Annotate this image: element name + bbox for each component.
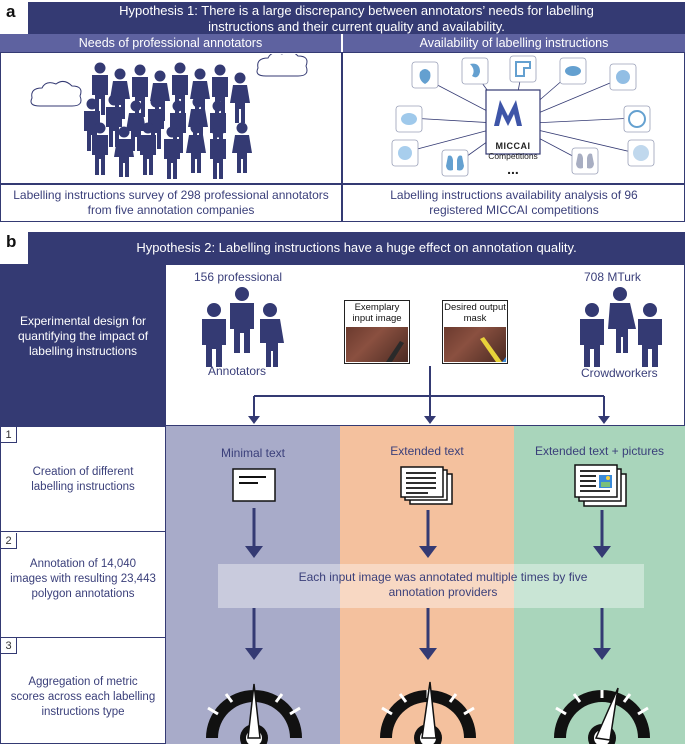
professional-label: 156 professional: [194, 270, 283, 284]
step-3-number: 3: [1, 638, 17, 654]
lungs-icon: [441, 149, 469, 177]
miccai-logo-subtext: Competitions: [488, 151, 538, 161]
crowdworker-figures: [580, 287, 662, 367]
panel-a-letter: a: [6, 2, 16, 21]
miccai-logo-text: MICCAI: [495, 141, 531, 151]
minimal-text-title: Minimal text: [220, 446, 285, 460]
needs-header: Needs of professional annotators: [0, 34, 341, 52]
distribution-arrows: [248, 366, 610, 424]
miccai-hub-illustration: [391, 55, 655, 177]
column-arrows: [245, 508, 611, 660]
annotation-note-text: Each input image was annotated multiple …: [298, 570, 588, 599]
step-1-number: 1: [1, 427, 17, 443]
mturk-label: 708 MTurk: [584, 270, 641, 284]
output-mask-graphic: [480, 337, 506, 362]
annotation-note-box: [218, 564, 644, 608]
extended-text-title: Extended text: [390, 444, 464, 458]
lung-scan-icon: [571, 147, 599, 175]
hypothesis-2-banner: Hypothesis 2: Labelling instructions hav…: [28, 232, 685, 264]
step-2-number: 2: [1, 533, 17, 549]
exemplary-input-image: [346, 327, 408, 362]
crowdworkers-label: Crowdworkers: [581, 366, 658, 380]
availability-caption-divider: [342, 183, 685, 185]
extended-document-icon: [400, 466, 453, 505]
panel-b-letter: b: [6, 232, 17, 251]
score-gauges: [204, 681, 652, 744]
gauge-needle-extended: [421, 681, 437, 739]
availability-header: Availability of labelling instructions: [343, 34, 685, 52]
step-2-cell: [0, 532, 166, 638]
annotators-label: Annotators: [208, 364, 267, 378]
miccai-ellipsis: ...: [507, 161, 519, 177]
thought-cloud-left: [30, 80, 82, 107]
experimental-design-text: Experimental design for quantifying the …: [17, 314, 149, 358]
extended-text-pictures-title: Extended text + pictures: [534, 444, 665, 458]
step-1-cell: [0, 426, 166, 532]
needs-caption-divider: [0, 183, 342, 185]
thought-cloud-right: [256, 54, 308, 77]
hypothesis-1-banner: Hypothesis 1: There is a large discrepan…: [28, 2, 685, 34]
input-image-label: Exemplary input image: [352, 302, 402, 324]
availability-caption: Labelling instructions availability anal…: [390, 188, 638, 217]
experimental-design-cell: [0, 264, 166, 426]
gauge-needle-minimal: [247, 683, 261, 739]
output-mask-label: Desired output mask: [444, 302, 506, 324]
needs-box: [0, 52, 342, 222]
step-2-text: Annotation of 14,040 images with resulti…: [10, 558, 156, 600]
minimal-document-icon: [232, 468, 276, 502]
retina-icon: [623, 105, 651, 133]
survey-caption: Labelling instructions survey of 298 pro…: [13, 188, 329, 217]
step-3-text: Aggregation of metric scores across each…: [10, 676, 156, 718]
input-instrument-graphic: [386, 341, 404, 362]
miccai-m-logo: [494, 100, 522, 126]
step-1-text: Creation of different labelling instruct…: [31, 466, 135, 493]
annotator-crowd-illustration: [30, 54, 308, 179]
extended-pictures-document-icon: [574, 464, 627, 507]
professional-annotators-figures: [202, 287, 284, 367]
gauge-needle-pictures: [594, 687, 619, 741]
